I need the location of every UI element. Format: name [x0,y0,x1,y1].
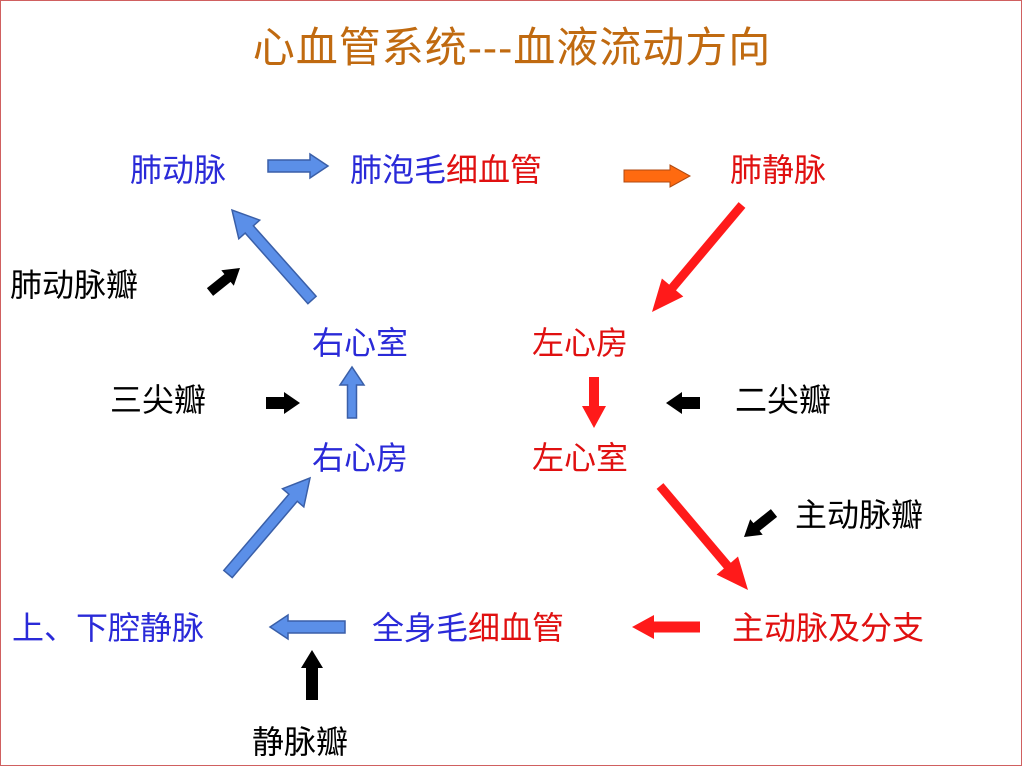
aortic-valve-arrow [744,509,778,537]
label-venous-valve: 静脉瓣 [252,723,349,761]
node-aorta: 主动脉及分支 [732,609,925,647]
node-pulmonary-artery: 肺动脉 [130,151,227,189]
node-left-atrium: 左心房 [532,324,629,362]
label-mitral-valve: 二尖瓣 [735,381,832,419]
blue-arrow-group [222,152,366,641]
arrow-vein-to-atrium [652,202,746,312]
label-tricuspid-valve: 三尖瓣 [110,381,207,419]
arrow-atrium-to-ventricle [582,377,606,428]
node-right-ventricle: 右心室 [312,324,409,362]
label-pulmonary-valve: 肺动脉瓣 [10,266,139,304]
arrow-atrium-to-ventricle [338,365,366,419]
valve-arrow-group [206,268,778,700]
node-pulmonary-vein: 肺静脉 [730,151,827,189]
arrow-capillary-to-vein [623,164,692,188]
arrow-ventricle-to-artery [230,208,318,305]
node-venae-cavae: 上、下腔静脉 [12,609,205,647]
pulmonary-valve-arrow [206,268,240,296]
venous-valve-arrow [301,650,323,700]
node-alveolar-capillary-part1: 肺泡毛 [350,151,447,189]
node-right-atrium: 右心房 [312,439,409,477]
arrow-ventricle-to-aorta [656,483,748,590]
label-aortic-valve: 主动脉瓣 [795,496,924,534]
arrow-cava-to-atrium [222,476,312,579]
tricuspid-valve-arrow [266,392,300,414]
mitral-valve-arrow [666,392,700,414]
red-arrow-group [582,164,748,639]
arrow-aorta-to-capillary [632,615,700,639]
node-systemic-capillary: 全身毛细血管 [372,608,564,648]
arrow-capillary-to-cava [268,613,346,641]
node-systemic-capillary-part2: 细血管 [468,609,565,647]
node-systemic-capillary-part1: 全身毛 [372,609,469,647]
node-alveolar-capillary-part2: 细血管 [446,151,543,189]
arrow-artery-to-capillary [267,152,330,180]
page-title: 心血管系统---血液流动方向 [252,23,772,72]
node-alveolar-capillary: 肺泡毛细血管 [350,150,542,190]
node-left-ventricle: 左心室 [532,439,629,477]
